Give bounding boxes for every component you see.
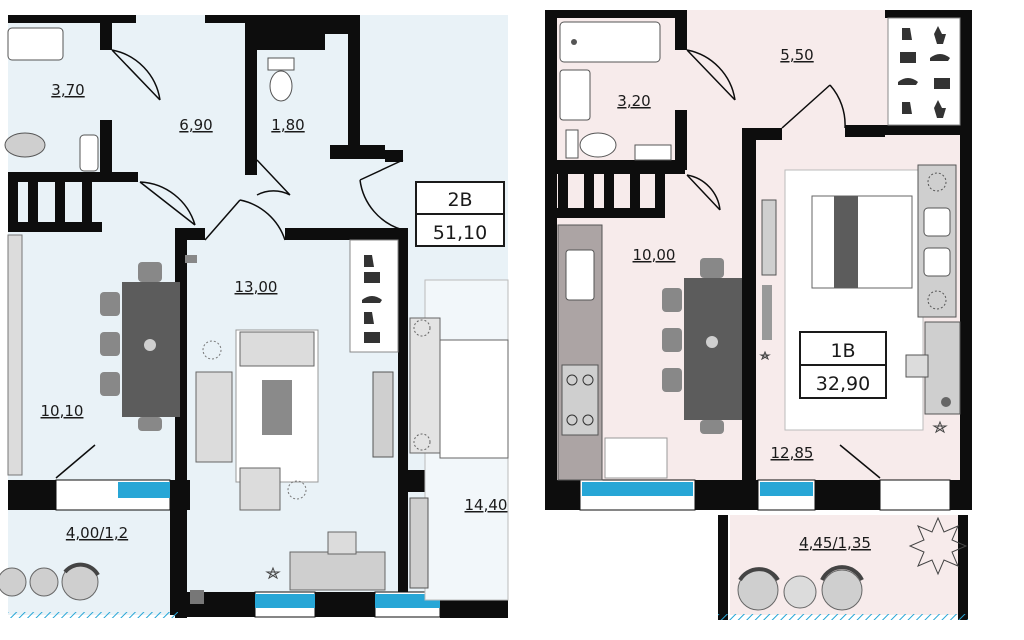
- chair-icon: [700, 258, 724, 278]
- left-floor-plan: 2В 51,10 3,70 6,90 1,80 10,10 13,00 14,4…: [0, 15, 509, 618]
- unit-code-label: 2В: [447, 189, 472, 211]
- chair-icon: [138, 262, 162, 282]
- right-balcony-furniture: [737, 516, 968, 611]
- kitchen-counter: [7, 234, 23, 476]
- desk: [289, 551, 386, 591]
- chair-icon: [239, 467, 281, 511]
- left-walls: [8, 15, 508, 618]
- bed-icon: [409, 317, 441, 454]
- room-area-bedroom: 14,40: [465, 496, 508, 514]
- chair-icon: [905, 354, 929, 378]
- room-area-kitchen: 10,10: [41, 402, 84, 420]
- left-living-furniture: [185, 255, 394, 604]
- bag-icon: [364, 332, 380, 343]
- room-area-balcony: 4,00/1,2: [66, 524, 128, 542]
- toilet-icon: [565, 129, 617, 159]
- right-walls: [545, 10, 972, 620]
- chair-icon: [100, 292, 120, 316]
- unit-total-area: 32,90: [816, 373, 870, 395]
- right-doors: [686, 49, 881, 479]
- chair-icon: [100, 372, 120, 396]
- right-floor-plan: 1В 32,90 3,20 5,50 10,00 12,85 4,45/1,35: [545, 10, 972, 620]
- room-area-hall: 6,90: [179, 116, 212, 134]
- compass-icon: [908, 516, 968, 576]
- shoe-icon: [364, 312, 374, 324]
- right-kitchen-counter: [557, 224, 668, 481]
- left-balcony-furniture: [0, 562, 100, 601]
- right-windows: [579, 479, 968, 620]
- room-area-balcony: 4,45/1,35: [799, 534, 871, 552]
- shoe-icon: [898, 78, 918, 85]
- compass-icon: [932, 420, 948, 434]
- unit-total-area: 51,10: [433, 222, 487, 244]
- bag-icon: [364, 272, 380, 283]
- table-icon: [783, 575, 817, 609]
- left-bedroom-furniture: [409, 279, 509, 601]
- room-area-living: 13,00: [235, 278, 278, 296]
- bag-icon: [934, 78, 950, 89]
- unit-code-label: 1В: [830, 340, 855, 362]
- chair-icon: [821, 569, 863, 611]
- tv-stand: [761, 199, 777, 276]
- chair-icon: [700, 420, 724, 434]
- left-unit-label: 2В 51,10: [415, 181, 505, 247]
- left-wardrobe: [349, 239, 399, 353]
- right-dining-set: [662, 258, 742, 434]
- room-area-kitchen: 10,00: [633, 246, 676, 264]
- sink-icon: [4, 132, 46, 158]
- room-area-room: 12,85: [771, 444, 814, 462]
- sink-icon: [565, 249, 595, 301]
- left-windows: [8, 479, 441, 618]
- chair-icon: [662, 368, 682, 392]
- chair-icon: [100, 332, 120, 356]
- toilet-icon: [267, 57, 295, 102]
- left-bathroom-fixtures: [4, 27, 295, 172]
- left-doors: [55, 49, 404, 479]
- chair-icon: [662, 288, 682, 312]
- right-wardrobe: [887, 17, 961, 126]
- dress-icon: [934, 26, 946, 44]
- table-icon: [684, 278, 742, 420]
- shoe-icon: [364, 255, 374, 267]
- dress-icon: [934, 100, 946, 118]
- sink-icon: [559, 69, 591, 121]
- room-area-bathroom: 3,20: [617, 92, 650, 110]
- right-unit-label: 1В 32,90: [799, 331, 887, 399]
- bathtub-icon: [7, 27, 64, 61]
- left-balcony-floor: [8, 510, 178, 615]
- tv-stand: [372, 371, 394, 458]
- sofa-icon: [195, 371, 233, 463]
- sofa-icon: [239, 331, 315, 367]
- right-bathroom-fixtures: [559, 21, 672, 161]
- room-area-toilet: 1,80: [271, 116, 304, 134]
- shoe-icon: [902, 102, 912, 114]
- shoe-icon: [362, 296, 382, 303]
- bed-icon: [811, 195, 913, 289]
- compass-icon: [265, 566, 281, 580]
- shoe-icon: [902, 28, 912, 40]
- bathtub-icon: [559, 21, 661, 63]
- chair-icon: [327, 531, 357, 555]
- chair-icon: [662, 328, 682, 352]
- room-area-hall: 5,50: [780, 46, 813, 64]
- left-dining-set: [100, 262, 180, 431]
- table-icon: [262, 380, 292, 435]
- stove-icon: [561, 364, 599, 436]
- room-area-bathroom: 3,70: [51, 81, 84, 99]
- chair-icon: [138, 417, 162, 431]
- shoe-icon: [930, 54, 950, 61]
- bag-icon: [900, 52, 916, 63]
